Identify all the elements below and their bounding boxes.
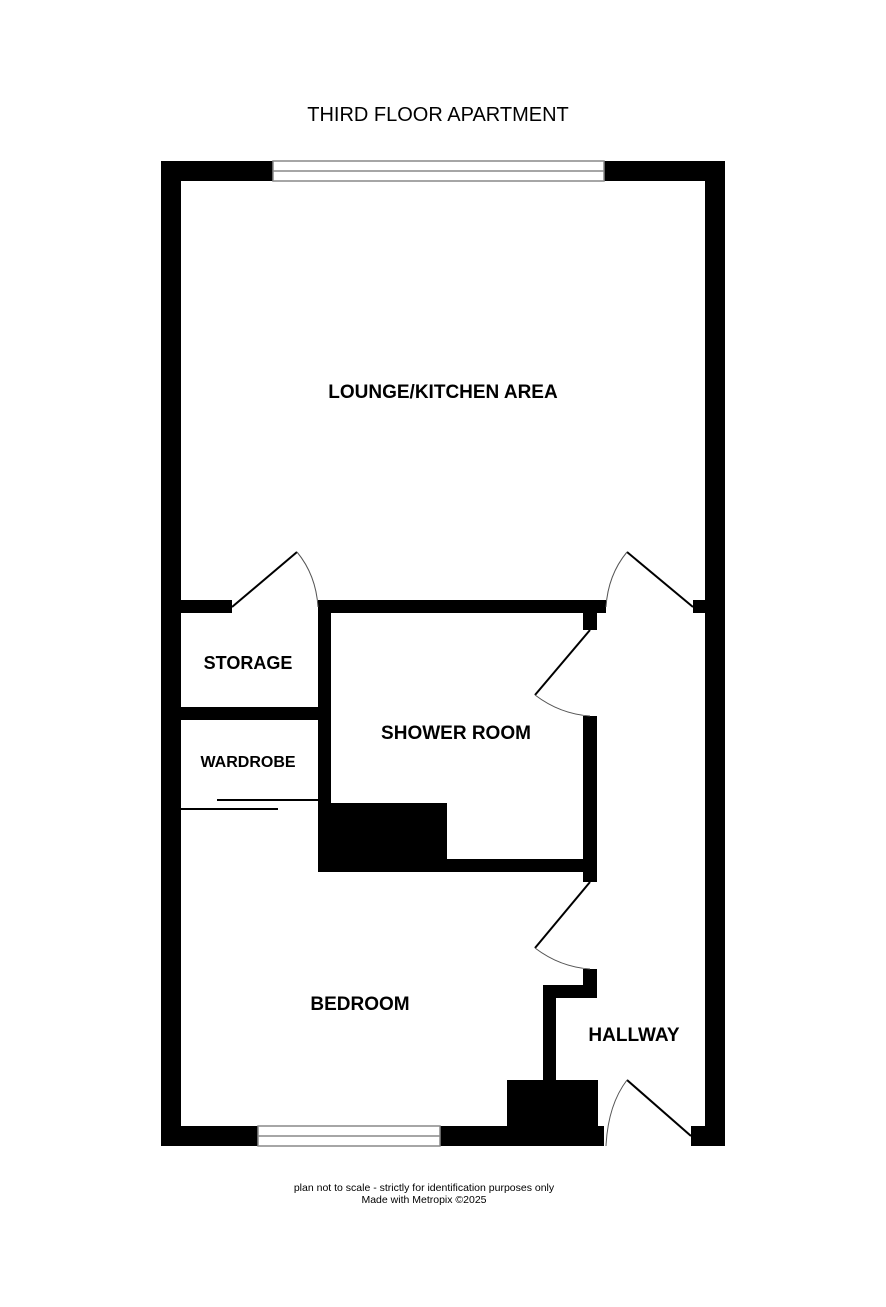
plan-title: THIRD FLOOR APARTMENT xyxy=(307,104,569,126)
room-label-hallway: HALLWAY xyxy=(588,1025,679,1046)
room-label-storage: STORAGE xyxy=(204,653,293,673)
footer-disclaimer: plan not to scale - strictly for identif… xyxy=(294,1182,555,1194)
doors xyxy=(181,551,694,1147)
wall-right xyxy=(705,161,725,1146)
wall-lounge-hall xyxy=(693,600,725,613)
wall-storage-wardrobe xyxy=(161,707,331,720)
wall-lounge-shower xyxy=(318,600,606,613)
room-label-lounge: LOUNGE/KITCHEN AREA xyxy=(328,382,558,403)
wall-top-left xyxy=(161,161,273,181)
window-bedroom xyxy=(257,1125,441,1147)
door-entrance xyxy=(605,1079,692,1147)
wall-bottom-right xyxy=(691,1126,725,1146)
room-label-wardrobe: WARDROBE xyxy=(200,754,295,771)
wall-shower-right xyxy=(583,716,597,882)
walls xyxy=(161,161,725,1146)
window-lounge xyxy=(272,160,605,182)
wall-bottom-left xyxy=(161,1126,258,1146)
footer-credit: Made with Metropix ©2025 xyxy=(361,1194,486,1206)
wall-shower-bottom xyxy=(318,859,597,872)
wall-shower-right-top xyxy=(583,600,597,630)
cupboard-block-left xyxy=(507,1080,556,1126)
door-shower xyxy=(534,629,591,717)
wall-top-right xyxy=(604,161,725,181)
shower-tray xyxy=(331,803,447,859)
door-lounge xyxy=(605,551,694,608)
door-bedroom xyxy=(534,881,591,970)
door-storage xyxy=(231,551,319,608)
wardrobe-sliding-doors xyxy=(181,799,318,810)
room-label-bedroom: BEDROOM xyxy=(310,994,409,1015)
wall-bedroom-hall-step xyxy=(543,985,597,998)
wall-bottom-mid xyxy=(440,1126,604,1146)
wall-shower-left xyxy=(318,600,331,872)
cupboard-block-right xyxy=(556,1080,598,1126)
windows xyxy=(257,160,605,1147)
wall-left xyxy=(161,161,181,1146)
wall-lounge-storage xyxy=(161,600,232,613)
room-label-shower: SHOWER ROOM xyxy=(381,723,531,744)
